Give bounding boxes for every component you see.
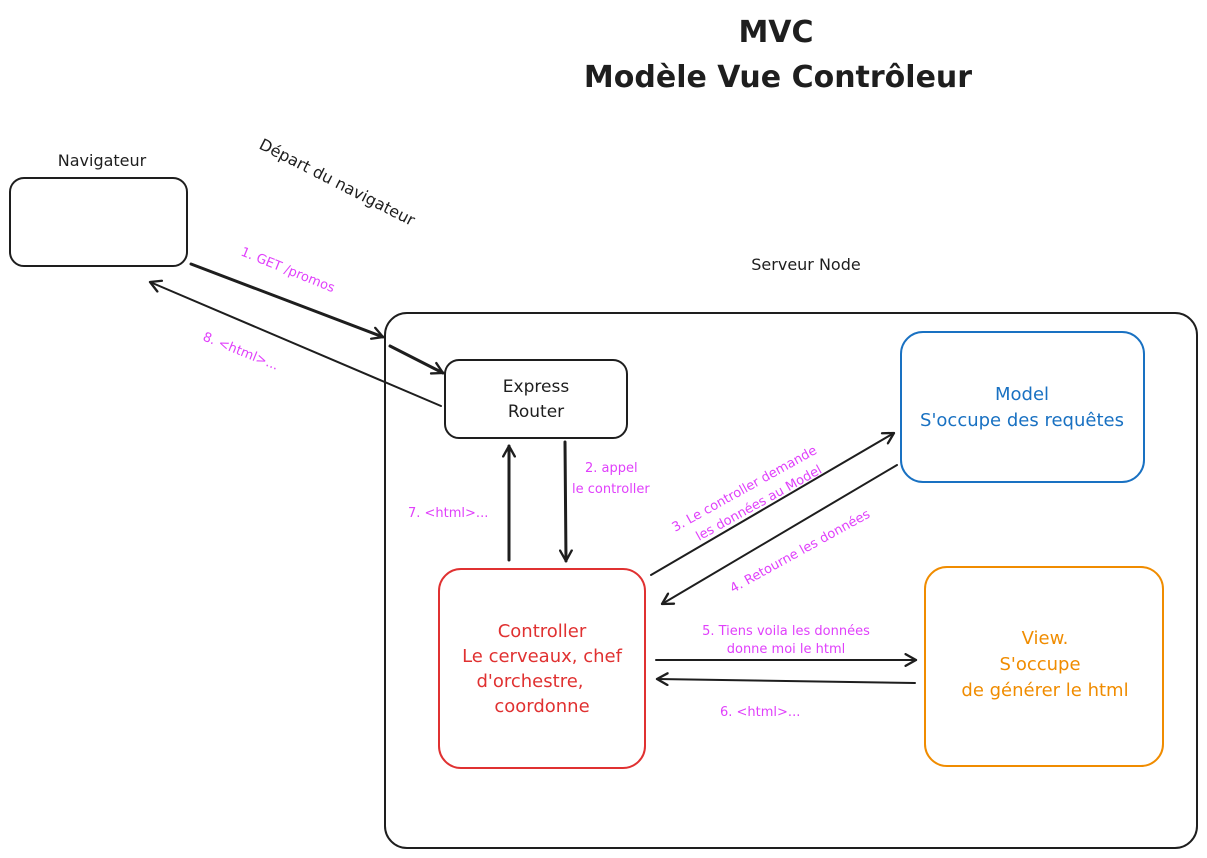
diagram-title: MVC [738,15,813,50]
step-2-label-line2: le controller [572,482,650,497]
arrow-2-call-controller [558,440,573,563]
router-box [444,359,628,439]
arrow-4-return-data [660,464,898,606]
arrow-1-get-request [189,262,385,340]
step-6-label: 6. <html>... [720,705,800,720]
controller-label-line2: Le cerveaux, chef [462,646,623,667]
step-5-label-line1: 5. Tiens voila les données [702,624,870,639]
arrow-1b-into-router [388,344,445,375]
arrow-3-request-data [650,431,896,576]
controller-box [438,568,646,769]
view-label-line3: de générer le html [961,680,1128,701]
router-label-line2: Router [508,402,564,422]
server-label: Serveur Node [751,255,860,274]
departure-label: Départ du navigateur [256,135,418,230]
step-5-label-line2: donne moi le html [727,642,846,657]
step-7-label: 7. <html>... [408,506,488,521]
view-label-line1: View. [1022,628,1069,649]
router-label-line1: Express [503,377,570,397]
controller-label-line4: coordonne [494,696,589,717]
model-label-line1: Model [995,384,1049,405]
arrow-6-html-to-controller [655,672,916,687]
model-box [900,331,1145,483]
controller-label-line3: d'orchestre, [476,671,583,692]
browser-box [9,177,188,267]
step-8-label: 8. <html>... [201,330,281,374]
controller-label-line1: Controller [498,621,587,642]
diagram-subtitle: Modèle Vue Contrôleur [584,60,972,95]
view-box [924,566,1164,767]
view-label-line2: S'occupe [999,654,1080,675]
arrow-8-html-response [148,279,442,407]
step-2-label-line1: 2. appel [585,461,638,476]
browser-label: Navigateur [58,151,147,170]
model-label-line2: S'occupe des requêtes [920,410,1124,431]
server-container [384,312,1198,849]
